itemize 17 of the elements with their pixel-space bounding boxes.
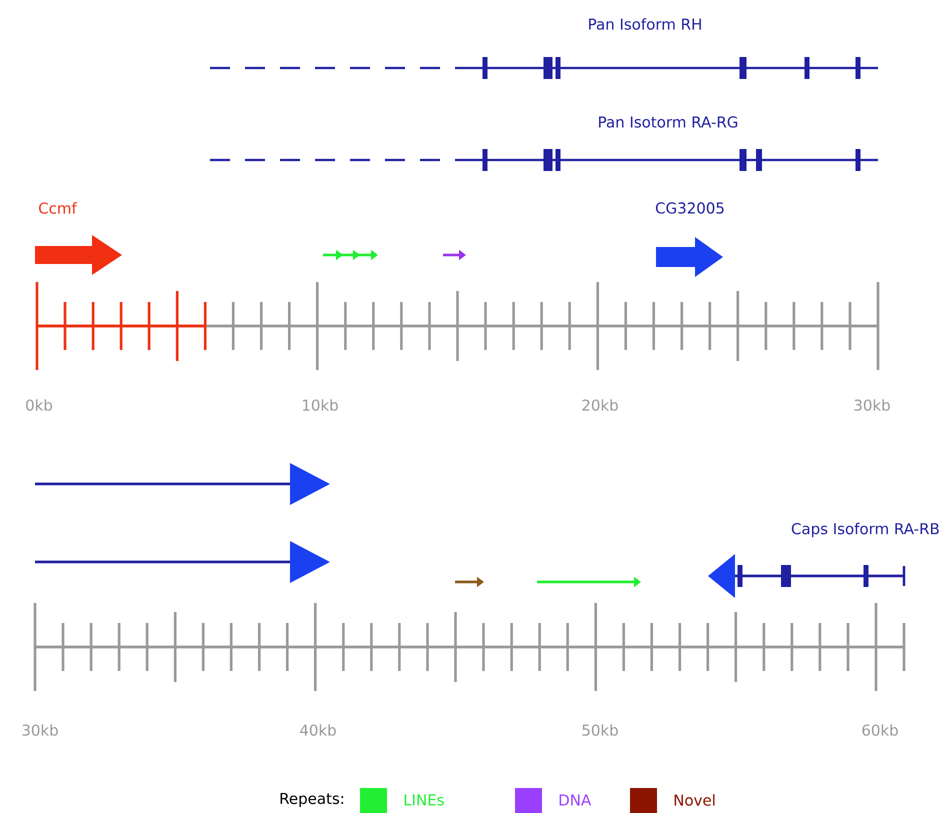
axis-label: 0kb (26, 399, 52, 411)
axis-label: 10kb (303, 399, 338, 411)
axis-label: 60kb (862, 724, 898, 736)
gene-label: Caps Isoform RA-RB (792, 522, 939, 538)
axis-label: 50kb (582, 724, 618, 736)
gene-label: Pan Isoform RH (589, 18, 701, 30)
axis-label: 30kb (854, 399, 890, 411)
legend-label: Novel (674, 794, 714, 806)
gene-label: CG32005 (656, 202, 724, 214)
legend-label: DNA (560, 794, 592, 806)
axis-label: 30kb (22, 724, 58, 736)
axis-label: 40kb (300, 724, 336, 736)
axis-label: 20kb (582, 399, 618, 411)
legend-title: Repeats: (280, 792, 344, 808)
legend-label: LINEs (404, 794, 444, 806)
gene-label: Ccmf (39, 202, 78, 214)
gene-label: Pan Isotorm RA-RG (599, 116, 738, 128)
